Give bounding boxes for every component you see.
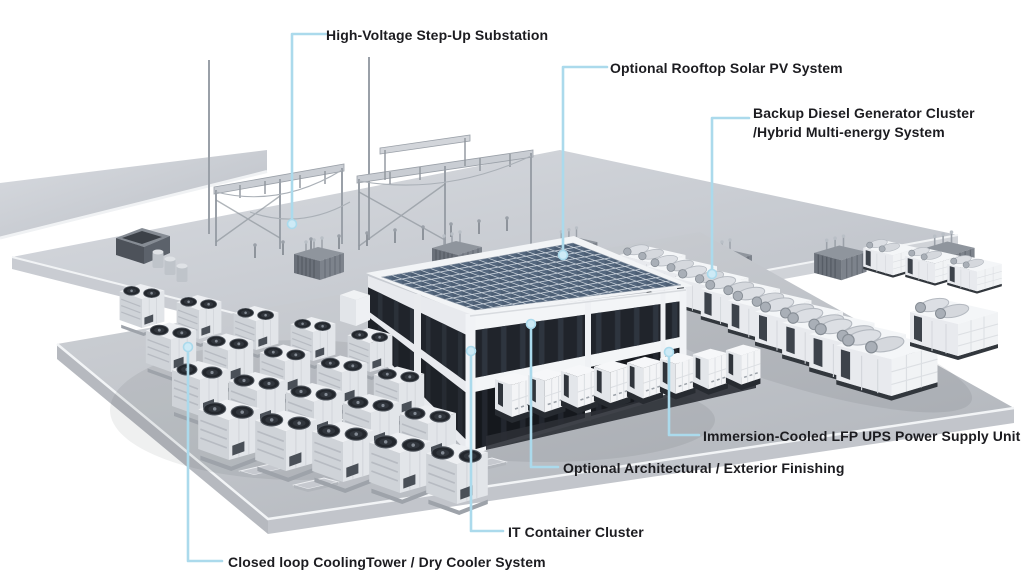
ups-unit bbox=[692, 347, 729, 396]
ups-unit bbox=[593, 360, 632, 410]
label-it-container-cluster-text: IT Container Cluster bbox=[508, 524, 644, 540]
label-cooling-tower: Closed loop CoolingTower / Dry Cooler Sy… bbox=[228, 553, 546, 572]
insulator-cylinders bbox=[152, 249, 188, 282]
ups-unit bbox=[725, 343, 762, 391]
substation bbox=[208, 57, 976, 283]
background-platform bbox=[0, 150, 268, 240]
ups-row bbox=[486, 343, 762, 450]
leader-dot-generator bbox=[706, 268, 718, 280]
label-substation: High-Voltage Step-Up Substation bbox=[326, 26, 548, 45]
label-ups-unit-text: Immersion-Cooled LFP UPS Power Supply Un… bbox=[703, 428, 1021, 444]
label-architectural-finishing: Optional Architectural / Exterior Finish… bbox=[563, 459, 844, 478]
label-it-container-cluster: IT Container Cluster bbox=[508, 523, 644, 542]
leader-substation bbox=[290, 32, 328, 222]
leader-lines bbox=[182, 32, 751, 563]
leader-generator bbox=[710, 116, 751, 272]
switchgear-row bbox=[253, 216, 509, 258]
ups-unit bbox=[494, 372, 534, 424]
label-cooling-tower-text: Closed loop CoolingTower / Dry Cooler Sy… bbox=[228, 554, 546, 570]
leader-dot-ups bbox=[663, 346, 675, 358]
rooftop-solar-array bbox=[380, 242, 682, 311]
ups-unit bbox=[626, 356, 664, 405]
generator-unit bbox=[946, 253, 1003, 294]
leader-architectural bbox=[529, 326, 560, 469]
leader-dot-solar bbox=[557, 249, 569, 261]
ups-unit bbox=[560, 364, 599, 415]
leader-cooling bbox=[186, 349, 224, 563]
leader-dot-cooling bbox=[182, 341, 194, 353]
label-ups-unit: Immersion-Cooled LFP UPS Power Supply Un… bbox=[703, 427, 1020, 446]
label-substation-text: High-Voltage Step-Up Substation bbox=[326, 27, 549, 43]
label-generator-cluster-text: Backup Diesel Generator Cluster /Hybrid … bbox=[753, 105, 975, 140]
label-solar-pv: Optional Rooftop Solar PV System bbox=[610, 59, 843, 78]
leader-dot-it-container bbox=[465, 345, 477, 357]
label-generator-cluster: Backup Diesel Generator Cluster /Hybrid … bbox=[753, 104, 975, 142]
leader-dot-architectural bbox=[525, 318, 537, 330]
ups-unit bbox=[659, 351, 697, 401]
ups-unit bbox=[527, 368, 567, 420]
leader-ups bbox=[667, 354, 701, 437]
label-solar-pv-text: Optional Rooftop Solar PV System bbox=[610, 60, 843, 76]
leader-it-container bbox=[469, 353, 505, 533]
leader-solar bbox=[561, 65, 609, 253]
electrical-cabinet bbox=[340, 290, 370, 326]
leader-dot-substation bbox=[286, 218, 298, 230]
label-architectural-finishing-text: Optional Architectural / Exterior Finish… bbox=[563, 460, 845, 476]
